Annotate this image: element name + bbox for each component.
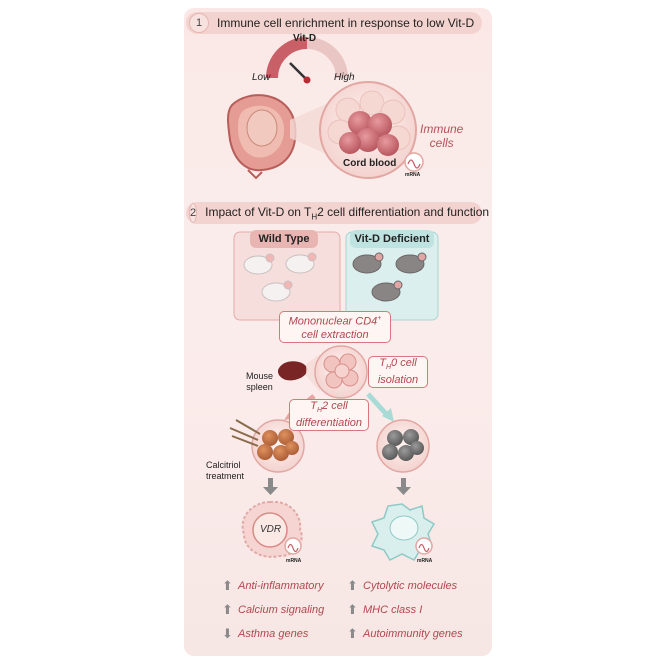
outcome-left-2: ⬆Calcium signaling [222, 602, 325, 617]
mrna-icon [404, 152, 424, 172]
section2-title: Impact of Vit-D on TH2 cell differentiat… [205, 204, 490, 222]
mrna-label-top: mRNA [405, 172, 421, 178]
outcome-right-1: ⬆Cytolytic molecules [347, 578, 458, 593]
isolation-box: TH0 cell isolation [368, 356, 428, 388]
section1-number: 1 [189, 13, 209, 33]
deficient-cell-cluster [376, 419, 430, 473]
up-arrow-icon: ⬆ [347, 578, 358, 593]
vitd-gauge [266, 37, 348, 84]
mrna-label-left: mRNA [286, 558, 302, 564]
calcitriol-label: Calcitriol treatment [206, 460, 245, 481]
mrna-icon-left [284, 537, 302, 555]
gauge-high-label: High [334, 72, 355, 83]
th2-cell-cluster [251, 419, 305, 473]
outcome-right-2: ⬆MHC class I [347, 602, 423, 617]
mouse-spleen-label: Mouse spleen [246, 371, 274, 392]
grey-mice [352, 252, 427, 302]
syringe-icon [229, 419, 261, 447]
mrna-icon-right [415, 537, 433, 555]
up-arrow-icon: ⬆ [347, 626, 358, 641]
gauge-title: Vit-D [293, 33, 317, 44]
section2-header: 2 Impact of Vit-D on TH2 cell differenti… [186, 202, 489, 224]
down-arrows [263, 478, 411, 495]
outcome-left-3: ⬇Asthma genes [222, 626, 309, 641]
extraction-line1: Mononuclear CD4+ [288, 315, 382, 328]
down-arrow-icon: ⬇ [222, 626, 233, 641]
white-mice [243, 252, 317, 302]
vitd-deficient-label: Vit-D Deficient [350, 230, 434, 248]
section2-number: 2 [189, 203, 198, 223]
immune-cells-label: Immune cells [420, 122, 464, 150]
vdr-label: VDR [260, 524, 282, 535]
differentiation-box: TH2 cell differentiation [289, 399, 369, 431]
up-arrow-icon: ⬆ [222, 578, 233, 593]
mrna-label-right: mRNA [417, 558, 433, 564]
outcome-left-1: ⬆Anti-inflammatory [222, 578, 324, 593]
spleen-icon [277, 361, 308, 381]
up-arrow-icon: ⬆ [347, 602, 358, 617]
section1-title: Immune cell enrichment in response to lo… [217, 16, 475, 30]
wild-type-label: Wild Type [250, 230, 318, 248]
extraction-line2: cell extraction [301, 328, 369, 341]
extraction-box: Mononuclear CD4+ cell extraction [279, 311, 391, 343]
cord-blood-circle [319, 81, 417, 179]
arrow-to-deficient [366, 392, 390, 418]
cord-blood-label: Cord blood [343, 158, 397, 169]
section1-header: 1 Immune cell enrichment in response to … [186, 12, 482, 34]
up-arrow-icon: ⬆ [222, 602, 233, 617]
spleen-cell-cluster [314, 345, 368, 399]
gauge-low-label: Low [252, 72, 271, 83]
outcome-right-3: ⬆Autoimmunity genes [347, 626, 463, 641]
